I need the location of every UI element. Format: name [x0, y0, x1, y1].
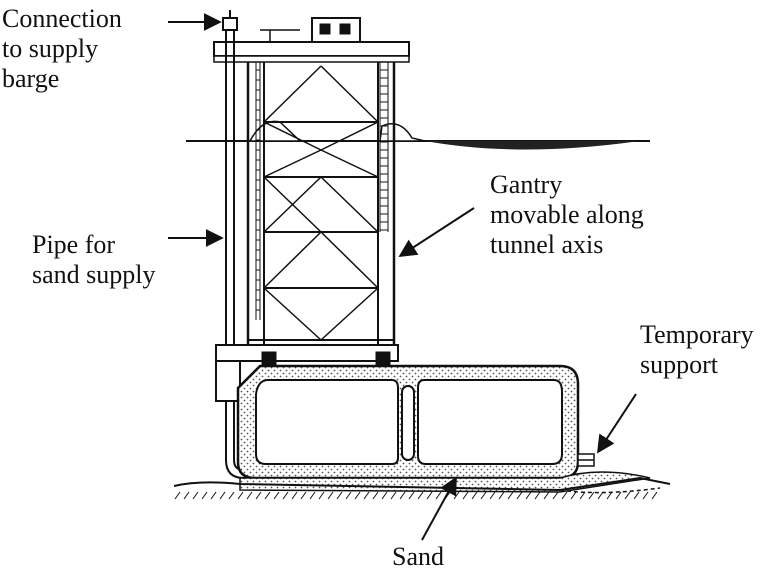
- seabed-hatch-line: [624, 491, 631, 500]
- seabed-hatch-line: [507, 491, 514, 500]
- gantry-tower: [213, 17, 410, 345]
- seabed-hatch-line: [588, 491, 595, 500]
- seabed-hatch-line: [543, 491, 550, 500]
- seabed-hatch-line: [561, 491, 568, 500]
- label-line: support: [640, 350, 718, 379]
- seabed-hatching: [174, 491, 658, 500]
- gantry-arrow: [398, 207, 475, 257]
- seabed-hatch-line: [273, 491, 280, 500]
- seabed-hatch-line: [597, 491, 604, 500]
- seabed-hatch-line: [489, 491, 496, 500]
- seabed-hatch-line: [390, 491, 397, 500]
- tunnel-element: [236, 364, 580, 480]
- seabed-hatch-line: [300, 491, 307, 500]
- label-line: Pipe for: [32, 230, 116, 259]
- seabed-hatch-line: [264, 491, 271, 500]
- seabed-hatch-line: [354, 491, 361, 500]
- label-line: Connection: [2, 4, 122, 33]
- seabed-hatch-line: [579, 491, 586, 500]
- seabed-hatch-line: [516, 491, 523, 500]
- seabed-hatch-line: [498, 491, 505, 500]
- seabed-hatch-line: [192, 491, 199, 500]
- seabed-hatch-line: [462, 491, 469, 500]
- seabed-hatch-line: [606, 491, 613, 500]
- seabed-hatch-line: [642, 491, 649, 500]
- seabed-hatch-line: [219, 491, 226, 500]
- seabed-hatch-line: [426, 491, 433, 500]
- seabed-hatch-line: [381, 491, 388, 500]
- seabed-hatch-line: [282, 491, 289, 500]
- temporary-support: [577, 453, 595, 467]
- seabed-hatch-line: [615, 491, 622, 500]
- seabed-hatch-line: [453, 491, 460, 500]
- label-line: barge: [2, 64, 60, 93]
- leader-arrows: [168, 13, 637, 541]
- label-line: Temporary: [640, 320, 754, 349]
- seabed-hatch-line: [318, 491, 325, 500]
- seabed-hatch-line: [183, 491, 190, 500]
- label-line: tunnel axis: [490, 230, 604, 259]
- seabed-hatch-line: [534, 491, 541, 500]
- seabed-hatch-line: [525, 491, 532, 500]
- sand-arrow: [421, 476, 457, 541]
- seabed-hatch-line: [471, 491, 478, 500]
- gantry-base: [215, 344, 399, 402]
- temporary-support-arrow: [597, 393, 637, 454]
- seabed-hatch-line: [255, 491, 262, 500]
- label-line: movable along: [490, 200, 644, 229]
- seabed-hatch-line: [309, 491, 316, 500]
- seabed-hatch-line: [201, 491, 208, 500]
- seabed-hatch-line: [633, 491, 640, 500]
- label-temporary-support: Temporary support: [640, 320, 754, 380]
- seabed-hatch-line: [327, 491, 334, 500]
- seabed-hatch-line: [228, 491, 235, 500]
- seabed-hatch-line: [345, 491, 352, 500]
- label-line: Gantry: [490, 170, 563, 199]
- label-line: sand supply: [32, 260, 156, 289]
- label-connection-to-supply-barge: Connection to supply barge: [2, 4, 122, 94]
- seabed-hatch-line: [552, 491, 559, 500]
- seabed-hatch-line: [651, 491, 658, 500]
- ladder-rungs: [256, 69, 388, 311]
- seabed-hatch-line: [372, 491, 379, 500]
- water-surface: [186, 120, 650, 150]
- seabed-hatch-line: [336, 491, 343, 500]
- seabed-hatch-line: [480, 491, 487, 500]
- seabed-hatch-line: [417, 491, 424, 500]
- seabed-hatch-line: [237, 491, 244, 500]
- seabed-hatch-line: [399, 491, 406, 500]
- label-gantry-movable: Gantry movable along tunnel axis: [490, 170, 644, 260]
- label-line: to supply: [2, 34, 99, 63]
- label-sand: Sand: [392, 542, 444, 571]
- seabed-hatch-line: [435, 491, 442, 500]
- label-pipe-for-sand-supply: Pipe for sand supply: [32, 230, 156, 290]
- seabed-hatch-line: [246, 491, 253, 500]
- seabed-hatch-line: [174, 491, 181, 500]
- seabed-hatch-line: [291, 491, 298, 500]
- seabed-hatch-line: [408, 491, 415, 500]
- seabed-hatch-line: [210, 491, 217, 500]
- seabed-hatch-line: [570, 491, 577, 500]
- seabed-hatch-line: [363, 491, 370, 500]
